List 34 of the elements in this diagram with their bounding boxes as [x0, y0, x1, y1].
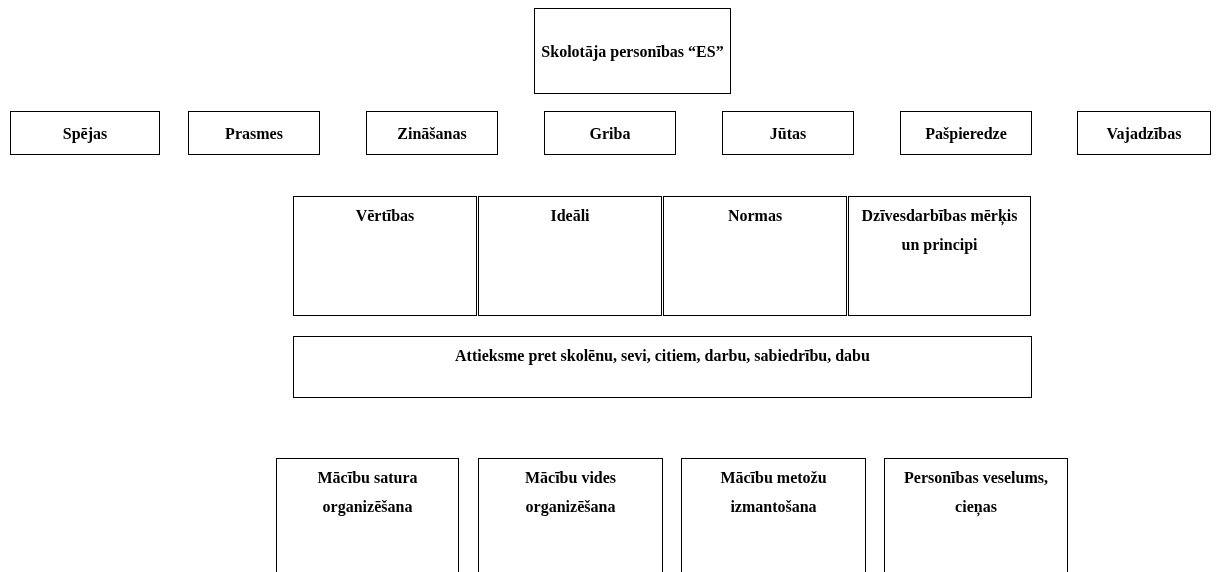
box-label: Normas — [727, 206, 783, 226]
text-box — [293, 336, 1032, 398]
text-box — [478, 458, 663, 572]
box-label: Jūtas — [769, 123, 807, 144]
text-box — [366, 111, 498, 155]
text-box — [884, 458, 1068, 572]
text-box — [681, 458, 866, 572]
box-label: Ideāli — [550, 206, 590, 226]
box-label: Spējas — [62, 123, 108, 145]
box-label: Prasmes — [225, 123, 283, 144]
box-label: Pašpieredze — [925, 123, 1007, 145]
box-label: Mācību vides organizēšana — [523, 468, 618, 518]
box-label: Dzīvesdarbības mērķis un principi — [860, 206, 1019, 256]
text-box — [544, 111, 676, 155]
box-label: Griba — [589, 123, 631, 144]
text-box — [10, 111, 160, 155]
box-label: Mācību satura organizēšana — [316, 468, 419, 518]
text-box — [848, 196, 1031, 316]
box-label: Skolotāja personības “ES” — [541, 41, 724, 63]
box-label: Attieksme pret skolēnu, sevi, citiem, darbu, sabiedrību, dabu — [455, 346, 870, 367]
text-box — [188, 111, 320, 155]
text-box — [534, 8, 731, 94]
text-box — [663, 196, 847, 316]
text-box — [276, 458, 459, 572]
box-label: Mācību metožu izmantošana — [719, 468, 828, 517]
text-box — [478, 196, 662, 316]
box-label: Personības veselums, cieņas — [903, 468, 1049, 518]
box-label: Zināšanas — [397, 123, 467, 144]
text-box — [900, 111, 1032, 155]
text-box — [722, 111, 854, 155]
text-box — [1077, 111, 1211, 155]
text-box — [293, 196, 477, 316]
box-label: Vajadzības — [1106, 123, 1182, 145]
box-label: Vērtības — [355, 206, 415, 226]
